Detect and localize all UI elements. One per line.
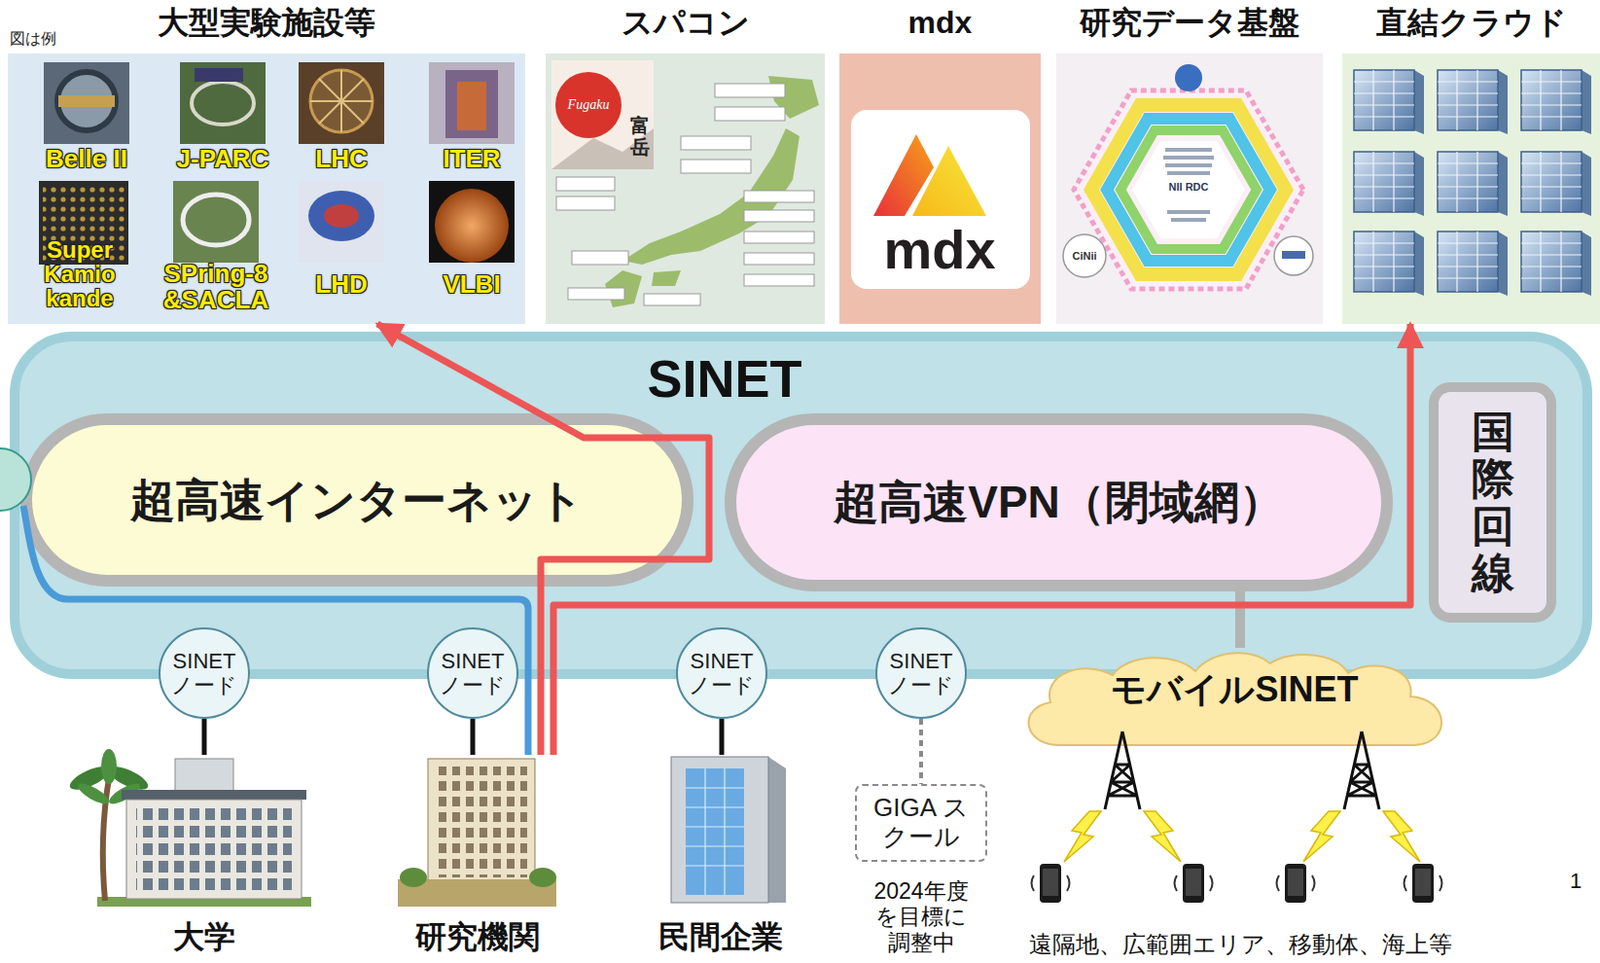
note: 図は例 [9,29,57,50]
panel-heading: スパコン [621,3,750,41]
connector [470,718,476,755]
label-slot: 富岳 [630,114,650,158]
cloud-shape [1029,652,1442,746]
label-slot: CiNii [1065,249,1104,262]
photo-caption: Super Kamio kande [26,237,134,312]
label-slot: J-PARC [164,144,282,174]
label-slot: ITER [413,144,531,174]
label-slot: LHD [302,270,381,299]
band-title: SINET [646,352,802,405]
photo-caption: Belle II [28,144,145,174]
sinet-node: SINET ノード [875,627,967,719]
sinet-node: SINET ノード [158,627,250,719]
label-slot: SPring-8 &SACLA [152,260,280,315]
label-slot: Super Kamio kande [26,237,134,312]
pill-label: 超高速インターネット [130,474,584,527]
pill-label: 超高速VPN（閉域網） [833,476,1284,529]
connector [719,718,725,755]
note: 遠隔地、広範囲エリア、移動体、海上等 [1029,930,1453,960]
node-label: SINET ノード [163,648,246,699]
node-label: SINET ノード [880,648,962,699]
note: 2024年度を目標に調整中 [867,878,975,956]
external-link [0,448,529,755]
logo-text: mdx [852,219,1028,281]
panel-heading: 直結クラウド [1376,3,1567,41]
mdx-logo [851,109,1031,289]
photo-caption: VLBI [413,270,531,299]
connector [919,718,924,784]
photo-caption: LHC [292,144,391,174]
supercomputer-map [551,60,819,308]
sinet-band: SINET 超高速インターネット 超高速VPN（閉域網） 国際回線 [9,331,1593,679]
photo-caption: J-PARC [164,144,282,174]
label-slot: 2024年度を目標に調整中 [867,878,975,956]
network-pill: 超高速VPN（閉域網） [724,413,1393,592]
university-building [67,748,312,907]
connector [202,718,208,755]
institute-building [397,758,557,907]
vertical-label: 国際回線 [1471,408,1515,598]
label-slot: LHC [292,144,391,174]
cloud-label: モバイルSINET [1110,669,1358,710]
figure-text: NII RDC [1149,180,1228,193]
sinet-node: SINET ノード [426,627,519,719]
mobile-cloud: モバイルSINET [1015,647,1455,750]
connector [377,323,710,755]
label-slot: VLBI [413,270,531,299]
cloud-buildings [1353,70,1592,296]
node-label: SINET ノード [431,648,514,699]
label-slot: NII RDC [1149,180,1228,193]
photo-caption: LHD [302,270,381,299]
panel-heading: 研究データ基盤 [1079,3,1300,41]
logo-text: 富岳 [630,114,650,158]
label-slot: Belle II [28,144,145,174]
figure-text: CiNii [1065,249,1104,262]
label-slot: 遠隔地、広範囲エリア、移動体、海上等 [1029,930,1453,960]
site-label: 大学 [173,918,236,956]
label-slot: 図は例 [9,29,57,50]
photo-caption: ITER [413,144,531,174]
sinet-node: SINET ノード [675,627,768,719]
label-slot: 1 [1569,868,1582,894]
connector [1235,591,1245,648]
box-label: GIGA スクール [860,793,982,853]
panel-heading: mdx [908,3,973,41]
label-slot: mdx [852,219,1028,281]
company-building [671,756,786,903]
page-number: 1 [1569,868,1582,894]
site-label: 民間企業 [658,918,783,956]
logo-text: Fugaku [555,97,622,113]
photo-caption: SPring-8 &SACLA [152,260,280,315]
planned-box: GIGA スクール [854,783,988,862]
node-label: SINET ノード [680,648,763,699]
mobile-towers [1031,731,1443,903]
data-platform-figure [1063,64,1314,289]
panel-heading: 大型実験施設等 [157,3,376,41]
label-slot: Fugaku [555,97,622,113]
site-label: 研究機関 [415,918,540,956]
international-box: 国際回線 [1428,382,1557,623]
connector [553,323,1411,755]
